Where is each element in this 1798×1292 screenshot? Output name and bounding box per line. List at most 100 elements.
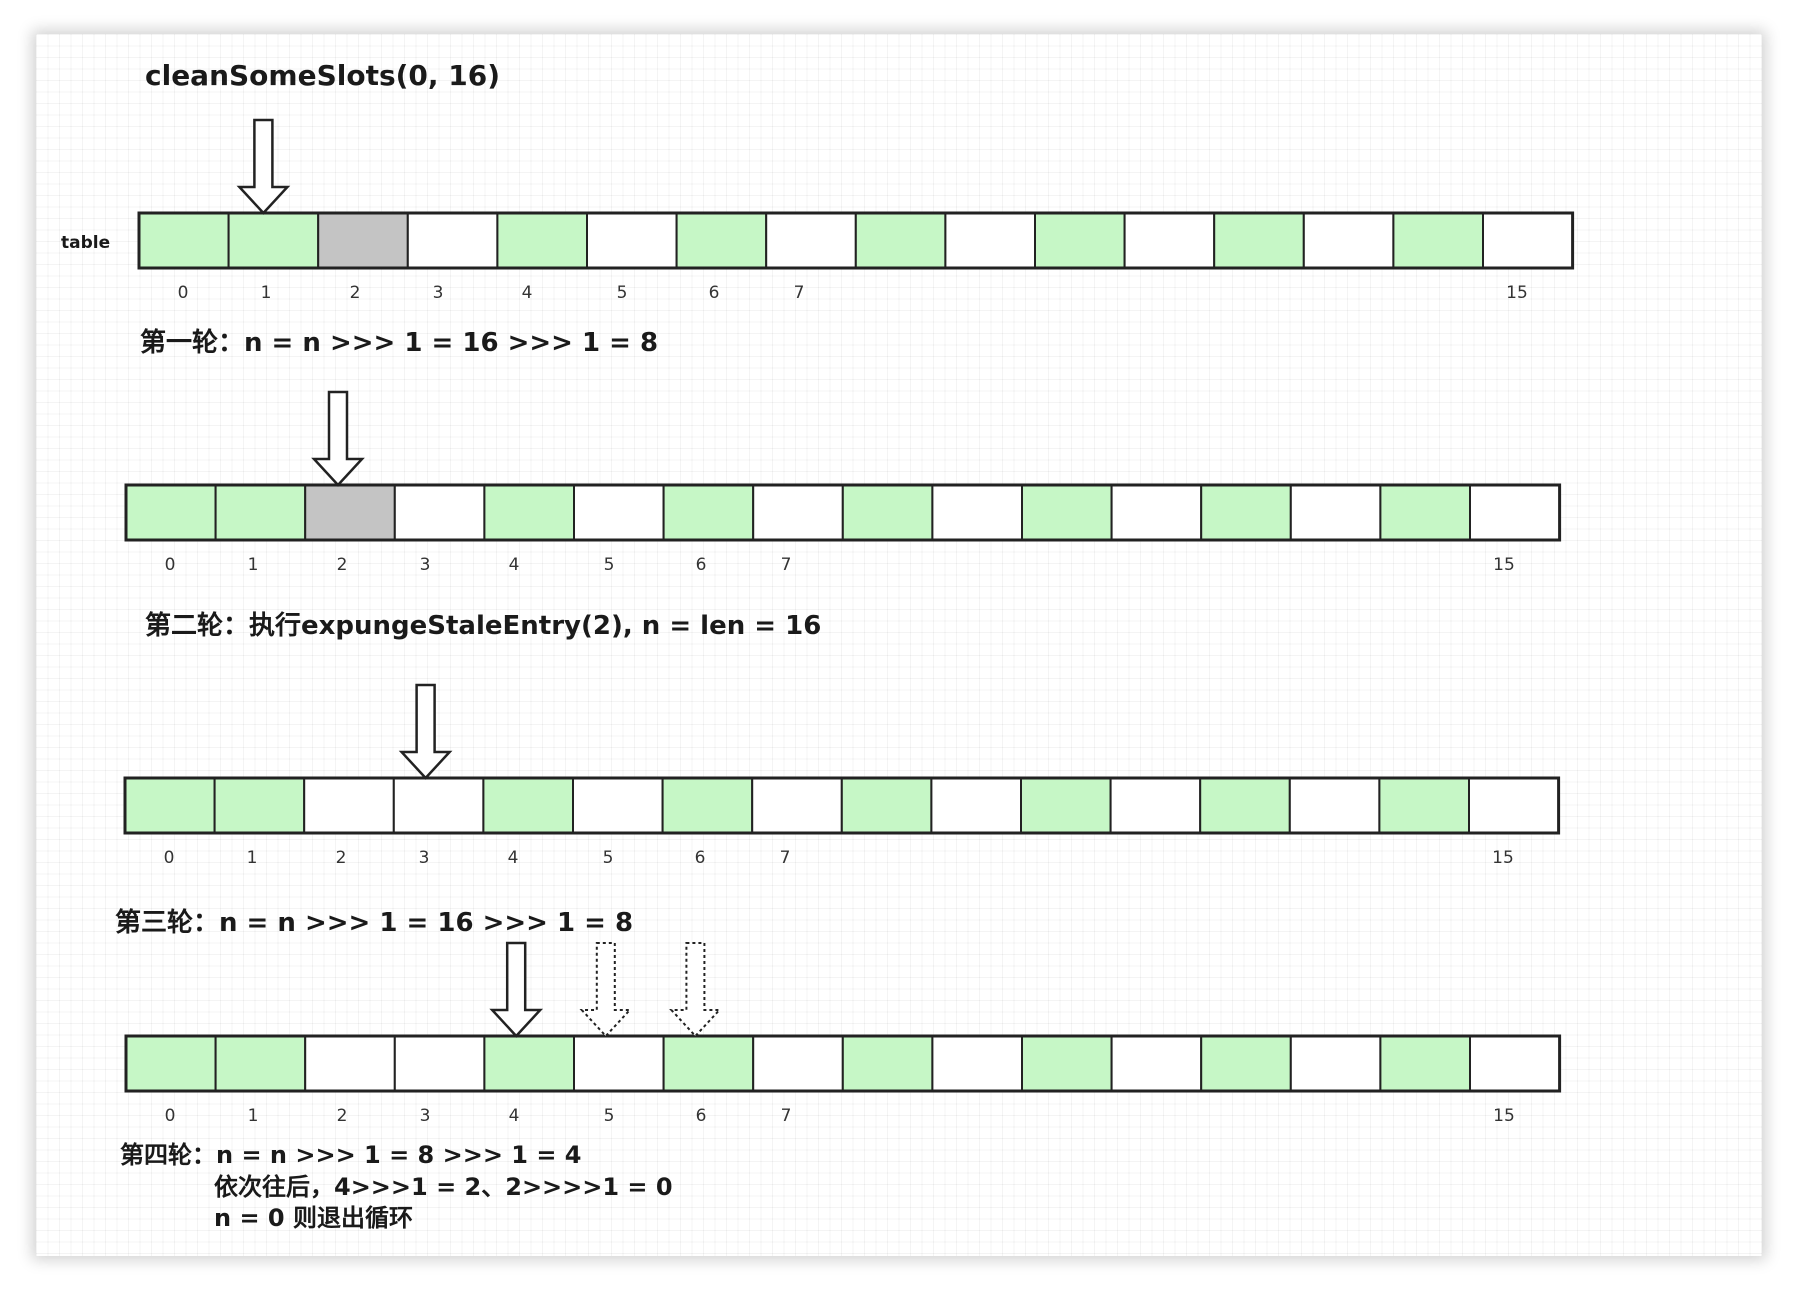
slot-6-occupied <box>662 484 755 541</box>
slot-index-label: 1 <box>248 555 259 575</box>
slot-15-empty <box>1469 1035 1561 1092</box>
slot-index-label: 3 <box>419 848 430 868</box>
slot-13-empty <box>1288 777 1381 834</box>
slot-index-label: 4 <box>522 283 533 303</box>
slot-15-empty <box>1482 212 1574 269</box>
slot-8-occupied <box>841 1035 934 1092</box>
slot-12-occupied <box>1200 1035 1292 1092</box>
pointer-arrow-icon <box>236 118 291 215</box>
slot-13-empty <box>1302 212 1395 269</box>
round-4-caption-line-2: 依次往后，4>>>1 = 2、2>>>>1 = 0 <box>214 1173 673 1201</box>
slot-index-label: 2 <box>350 283 361 303</box>
slot-index-label: 2 <box>336 848 347 868</box>
slot-index-label: 15 <box>1492 848 1514 868</box>
slot-14-occupied <box>1378 777 1471 834</box>
slot-index-label: 1 <box>247 848 258 868</box>
slot-7-empty <box>765 212 857 269</box>
pointer-arrow-icon <box>311 390 365 487</box>
slot-index-label: 0 <box>164 848 175 868</box>
table-outline <box>123 776 1561 835</box>
slot-2-empty <box>303 777 395 834</box>
slot-7-empty <box>751 777 843 834</box>
slot-0-occupied <box>125 484 217 541</box>
diagram-title: cleanSomeSlots(0, 16) <box>145 59 500 92</box>
slot-index-label: 0 <box>165 555 176 575</box>
slot-3-empty <box>406 212 499 269</box>
slot-index-label: 5 <box>603 848 614 868</box>
table-label: table <box>61 233 110 253</box>
slot-index-label: 3 <box>420 1106 431 1126</box>
slot-index-label: 2 <box>337 1106 348 1126</box>
round-1-caption: 第一轮：n = n >>> 1 = 16 >>> 1 = 8 <box>140 327 658 358</box>
slot-9-empty <box>930 777 1023 834</box>
slot-index-label: 6 <box>696 1106 707 1126</box>
slot-3-empty <box>392 777 485 834</box>
slot-0-occupied <box>125 1035 217 1092</box>
slot-1-occupied <box>214 1035 307 1092</box>
slot-index-label: 5 <box>617 283 628 303</box>
slot-index-label: 15 <box>1506 283 1528 303</box>
slot-4-occupied <box>483 484 575 541</box>
slot-15-empty <box>1468 777 1560 834</box>
slot-7-empty <box>752 484 844 541</box>
slot-index-label: 1 <box>261 283 272 303</box>
slot-index-label: 4 <box>509 1106 520 1126</box>
slot-12-occupied <box>1213 212 1305 269</box>
slot-10-occupied <box>1021 484 1113 541</box>
table-outline <box>124 483 1562 542</box>
slot-10-occupied <box>1034 212 1126 269</box>
slot-2-empty <box>304 1035 396 1092</box>
round-4-caption-line-3: n = 0 则退出循环 <box>214 1204 413 1232</box>
slot-11-empty <box>1109 777 1202 834</box>
slot-index-label: 1 <box>248 1106 259 1126</box>
slot-1-occupied <box>214 484 307 541</box>
slot-10-occupied <box>1021 1035 1113 1092</box>
slot-12-occupied <box>1200 484 1292 541</box>
slot-9-empty <box>931 1035 1024 1092</box>
slot-4-occupied <box>482 777 574 834</box>
table-outline <box>137 211 1575 270</box>
slot-1-occupied <box>227 212 320 269</box>
slot-11-empty <box>1110 1035 1203 1092</box>
slot-index-label: 5 <box>604 1106 615 1126</box>
slot-11-empty <box>1123 212 1216 269</box>
slot-index-label: 0 <box>165 1106 176 1126</box>
slot-5-empty <box>573 1035 665 1092</box>
slot-0-occupied <box>124 777 216 834</box>
slot-15-empty <box>1469 484 1561 541</box>
slot-3-empty <box>393 484 486 541</box>
slot-10-occupied <box>1020 777 1112 834</box>
slot-8-occupied <box>854 212 947 269</box>
slot-8-occupied <box>840 777 933 834</box>
slot-6-occupied <box>662 1035 755 1092</box>
slot-14-occupied <box>1392 212 1485 269</box>
slot-index-label: 6 <box>695 848 706 868</box>
slot-index-label: 15 <box>1493 555 1515 575</box>
slot-9-empty <box>931 484 1024 541</box>
slot-8-occupied <box>841 484 934 541</box>
slot-6-occupied <box>661 777 754 834</box>
slot-index-label: 7 <box>781 555 792 575</box>
slot-5-empty <box>586 212 678 269</box>
slot-14-occupied <box>1379 1035 1472 1092</box>
slot-0-occupied <box>138 212 230 269</box>
slot-11-empty <box>1110 484 1203 541</box>
round-2-caption: 第二轮：执行expungeStaleEntry(2), n = len = 16 <box>145 610 821 641</box>
pointer-arrow-icon <box>398 683 453 780</box>
slot-9-empty <box>944 212 1037 269</box>
slot-2-stale <box>304 484 396 541</box>
slot-index-label: 4 <box>509 555 520 575</box>
slot-index-label: 3 <box>420 555 431 575</box>
slot-5-empty <box>572 777 664 834</box>
table-outline <box>124 1034 1562 1093</box>
slot-6-occupied <box>675 212 768 269</box>
slot-index-label: 4 <box>508 848 519 868</box>
round-4-caption-line-1: 第四轮：n = n >>> 1 = 8 >>> 1 = 4 <box>120 1141 582 1169</box>
slot-index-label: 7 <box>781 1106 792 1126</box>
slot-index-label: 0 <box>178 283 189 303</box>
